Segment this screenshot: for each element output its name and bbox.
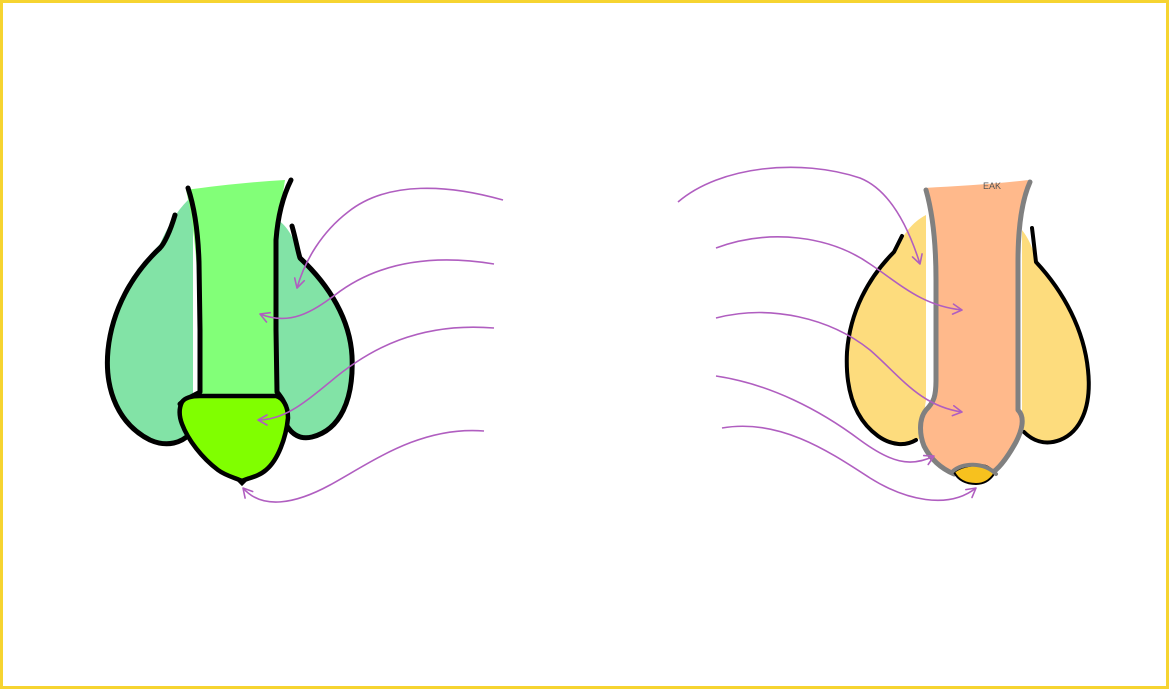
left-arrow-1 <box>297 188 503 288</box>
right-arrow-1 <box>678 167 920 264</box>
signature-initials: EAK <box>983 181 1001 191</box>
left-figure-tip <box>180 396 288 481</box>
right-figure: EAK <box>847 180 1089 484</box>
left-figure-right-lobe <box>278 220 352 438</box>
left-figure <box>107 180 352 484</box>
